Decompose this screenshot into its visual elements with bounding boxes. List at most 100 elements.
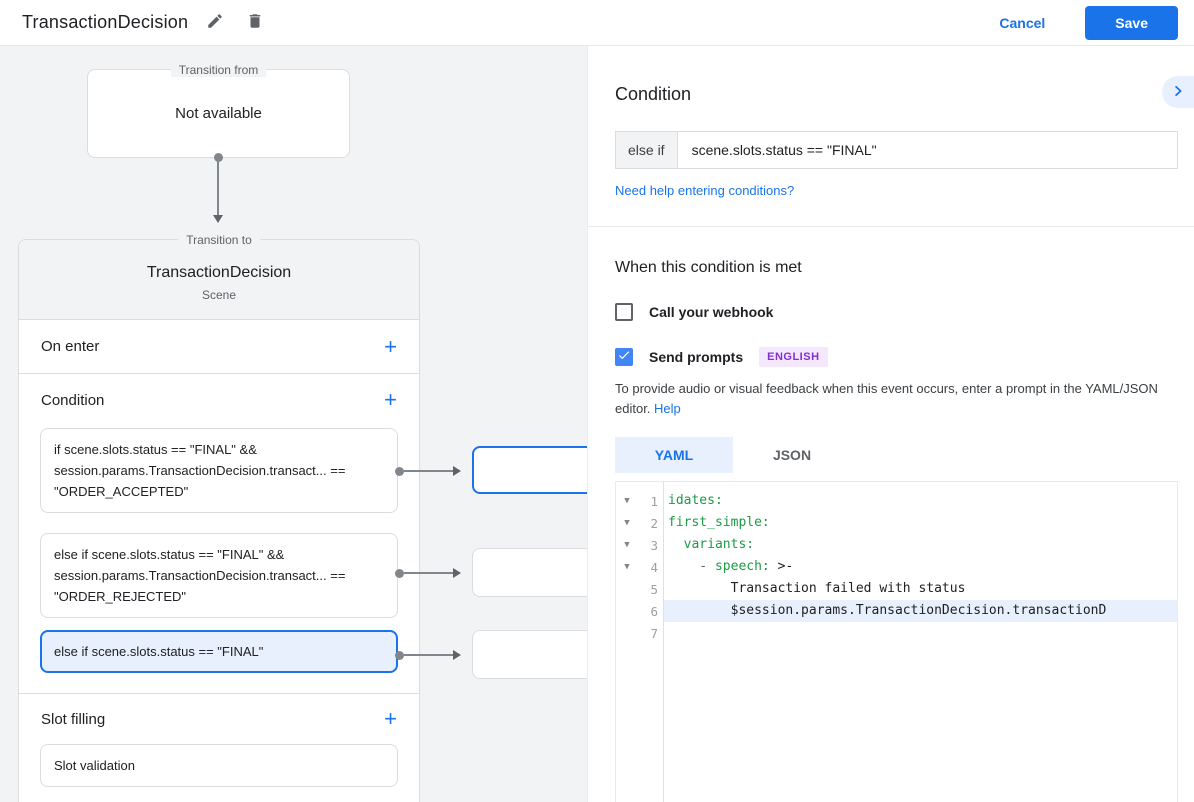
connector-line bbox=[404, 572, 454, 574]
language-badge: ENGLISH bbox=[759, 347, 828, 367]
transition-from-label: Transition from bbox=[170, 63, 267, 77]
line-number: 4 bbox=[650, 559, 658, 575]
send-prompts-row: Send prompts ENGLISH bbox=[615, 347, 1178, 367]
yaml-key: first_simple: bbox=[668, 515, 770, 531]
slot-validation-card[interactable]: Slot validation bbox=[40, 744, 398, 787]
yaml-scalar-marker: >- bbox=[769, 559, 794, 575]
code-line: Transaction failed with status bbox=[664, 578, 1177, 600]
yaml-indent bbox=[668, 537, 684, 552]
fold-arrow-icon[interactable]: ▼ bbox=[624, 540, 630, 551]
code-line: first_simple: bbox=[664, 512, 1177, 534]
yaml-key: speech: bbox=[714, 559, 770, 575]
checkmark-icon bbox=[617, 348, 631, 367]
code-line: - speech: >- bbox=[664, 556, 1177, 578]
when-condition-met-heading: When this condition is met bbox=[615, 259, 802, 276]
call-webhook-checkbox[interactable] bbox=[615, 303, 633, 321]
slot-filling-section-header: Slot filling + bbox=[19, 694, 419, 744]
arrow-right-icon bbox=[453, 568, 461, 578]
scene-type: Scene bbox=[201, 287, 237, 302]
yaml-key: variants: bbox=[683, 537, 755, 553]
delete-scene-button[interactable] bbox=[242, 8, 268, 37]
prompts-description: To provide audio or visual feedback when… bbox=[615, 379, 1178, 419]
cancel-button[interactable]: Cancel bbox=[983, 7, 1061, 39]
line-number: 3 bbox=[650, 537, 658, 553]
section-divider bbox=[19, 693, 419, 694]
pencil-icon bbox=[206, 12, 224, 33]
collapse-panel-button[interactable] bbox=[1162, 76, 1194, 108]
condition-section-header: Condition + bbox=[19, 374, 419, 426]
condition-detail-panel: Condition else if Need help entering con… bbox=[588, 46, 1194, 802]
transition-from-content: Not available bbox=[175, 105, 262, 122]
connector-dot bbox=[395, 569, 404, 578]
code-line: idates: bbox=[664, 490, 1177, 512]
line-number: 2 bbox=[650, 515, 658, 531]
transition-from-box[interactable]: Transition from Not available bbox=[87, 63, 350, 158]
transition-to-card: Transition to TransactionDecision Scene … bbox=[18, 233, 420, 802]
call-webhook-label[interactable]: Call your webhook bbox=[649, 304, 774, 320]
editor-code-area[interactable]: idates: first_simple: variants: - speech… bbox=[664, 482, 1177, 802]
chevron-right-icon bbox=[1169, 82, 1187, 103]
condition-card-3-selected[interactable]: else if scene.slots.status == "FINAL" bbox=[40, 630, 398, 673]
diagram-canvas: Transition from Not available Transition… bbox=[0, 46, 588, 802]
transition-to-label: Transition to bbox=[178, 233, 260, 247]
scene-header[interactable]: TransactionDecision Scene bbox=[19, 240, 419, 320]
trash-icon bbox=[246, 12, 264, 33]
arrow-right-icon bbox=[453, 466, 461, 476]
save-button[interactable]: Save bbox=[1085, 5, 1178, 40]
prompts-description-text: To provide audio or visual feedback when… bbox=[615, 381, 1158, 417]
send-prompts-checkbox[interactable] bbox=[615, 348, 633, 366]
on-enter-label: On enter bbox=[41, 338, 100, 355]
connector-line-vertical bbox=[217, 161, 219, 216]
send-prompts-label[interactable]: Send prompts bbox=[649, 349, 744, 365]
yaml-code-editor: ▼ 1 ▼ 2 ▼ 3 ▼ 4 5 6 7 idates: first_simple: … bbox=[615, 481, 1178, 802]
webhook-row: Call your webhook bbox=[615, 303, 1178, 321]
transition-target-box-2[interactable] bbox=[472, 548, 587, 597]
slot-filling-label: Slot filling bbox=[41, 710, 106, 728]
scene-name: TransactionDecision bbox=[146, 263, 292, 281]
connector-dot bbox=[395, 651, 404, 660]
fold-arrow-icon[interactable]: ▼ bbox=[624, 562, 630, 573]
add-slot-icon[interactable]: + bbox=[384, 706, 397, 731]
code-line: variants: bbox=[664, 534, 1177, 556]
connector-dot bbox=[214, 153, 223, 162]
on-enter-section[interactable]: On enter + bbox=[19, 320, 419, 374]
yaml-text: $session.params.TransactionDecision.tran… bbox=[668, 603, 1107, 619]
edit-title-button[interactable] bbox=[202, 8, 228, 37]
yaml-indent: - bbox=[668, 559, 715, 575]
conditions-help-link[interactable]: Need help entering conditions? bbox=[615, 183, 795, 198]
main-split: Transition from Not available Transition… bbox=[0, 46, 1194, 802]
line-number: 5 bbox=[650, 581, 658, 597]
condition-card-2[interactable]: else if scene.slots.status == "FINAL" &&… bbox=[40, 533, 398, 618]
transition-target-box-1[interactable] bbox=[472, 446, 587, 494]
condition-prefix: else if bbox=[616, 132, 678, 168]
add-on-enter-icon[interactable]: + bbox=[384, 333, 397, 359]
panel-divider bbox=[588, 226, 1194, 227]
yaml-key: idates: bbox=[668, 493, 723, 509]
tab-json[interactable]: JSON bbox=[772, 447, 812, 464]
fold-arrow-icon[interactable]: ▼ bbox=[624, 496, 630, 507]
condition-section-label: Condition bbox=[41, 391, 105, 409]
line-number: 1 bbox=[650, 493, 658, 509]
panel-heading: Condition bbox=[615, 84, 692, 104]
fold-arrow-icon[interactable]: ▼ bbox=[624, 518, 630, 529]
arrow-right-icon bbox=[453, 650, 461, 660]
help-link[interactable]: Help bbox=[654, 401, 681, 417]
transition-target-box-3[interactable] bbox=[472, 630, 587, 679]
tab-yaml[interactable]: YAML bbox=[615, 437, 733, 474]
add-condition-icon[interactable]: + bbox=[384, 387, 397, 412]
connector-dot bbox=[395, 467, 404, 476]
code-line bbox=[664, 622, 1177, 644]
connector-line bbox=[404, 470, 454, 472]
condition-card-1[interactable]: if scene.slots.status == "FINAL" && sess… bbox=[40, 428, 398, 513]
line-number: 6 bbox=[650, 603, 658, 619]
top-bar: TransactionDecision Cancel Save bbox=[0, 0, 1194, 46]
arrow-down-icon bbox=[213, 215, 223, 223]
page-title: TransactionDecision bbox=[22, 12, 189, 32]
editor-gutter: ▼ 1 ▼ 2 ▼ 3 ▼ 4 5 6 7 bbox=[616, 482, 664, 802]
editor-tabs: YAML JSON bbox=[615, 437, 1178, 474]
line-number: 7 bbox=[650, 625, 658, 641]
condition-input-row: else if bbox=[615, 131, 1178, 169]
condition-input[interactable] bbox=[677, 132, 1177, 168]
code-line-highlighted: $session.params.TransactionDecision.tran… bbox=[664, 600, 1177, 623]
